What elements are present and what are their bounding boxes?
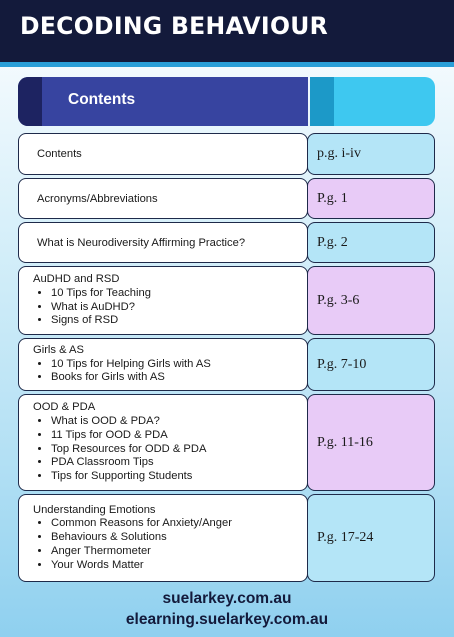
toc-subitem: What is AuDHD? bbox=[51, 301, 151, 315]
toc-page-ref: P.g. 7-10 bbox=[307, 338, 435, 391]
toc-row-audhd-rsd[interactable]: AuDHD and RSD 10 Tips for Teaching What … bbox=[18, 266, 435, 335]
toc-section-heading: AuDHD and RSD bbox=[33, 273, 120, 286]
toc-subitem-list: Common Reasons for Anxiety/Anger Behavio… bbox=[33, 517, 232, 572]
toc-page-ref: P.g. 1 bbox=[307, 178, 435, 219]
toc-page-ref: p.g. i-iv bbox=[307, 133, 435, 175]
toc-entry-content: AuDHD and RSD 10 Tips for Teaching What … bbox=[33, 267, 151, 334]
toc-entry-box: What is Neurodiversity Affirming Practic… bbox=[18, 222, 308, 263]
page-title: DECODING BEHAVIOUR bbox=[20, 12, 329, 40]
toc-entry-box: Acronyms/Abbreviations bbox=[18, 178, 308, 219]
toc-subitem: PDA Classroom Tips bbox=[51, 456, 206, 470]
toc-row-neurodiversity[interactable]: What is Neurodiversity Affirming Practic… bbox=[18, 222, 435, 263]
toc-entry-label: Acronyms/Abbreviations bbox=[37, 192, 158, 205]
toc-subitem: Behaviours & Solutions bbox=[51, 531, 232, 545]
toc-page-ref: P.g. 2 bbox=[307, 222, 435, 263]
toc-entry-box: Girls & AS 10 Tips for Helping Girls wit… bbox=[18, 338, 308, 391]
toc-row-acronyms[interactable]: Acronyms/Abbreviations P.g. 1 bbox=[18, 178, 435, 219]
toc-row-understanding-emotions[interactable]: Understanding Emotions Common Reasons fo… bbox=[18, 494, 435, 582]
toc-subitem: Tips for Supporting Students bbox=[51, 470, 206, 484]
toc-row-contents[interactable]: Contents p.g. i-iv bbox=[18, 133, 435, 175]
toc-section-heading: OOD & PDA bbox=[33, 401, 96, 414]
toc-entry-box: Understanding Emotions Common Reasons fo… bbox=[18, 494, 308, 582]
toc-entry-content: Girls & AS 10 Tips for Helping Girls wit… bbox=[33, 339, 211, 390]
toc-entry-box: AuDHD and RSD 10 Tips for Teaching What … bbox=[18, 266, 308, 335]
elearning-link[interactable]: elearning.suelarkey.com.au bbox=[125, 611, 329, 628]
toc-subitem: 10 Tips for Teaching bbox=[51, 287, 151, 301]
contents-tab: Contents bbox=[18, 77, 308, 126]
toc-page-ref: P.g. 3-6 bbox=[307, 266, 435, 335]
header-divider bbox=[0, 62, 454, 67]
toc-subitem: 11 Tips for OOD & PDA bbox=[51, 429, 206, 443]
toc-subitem-list: 10 Tips for Helping Girls with AS Books … bbox=[33, 358, 211, 385]
toc-subitem: Top Resources for ODD & PDA bbox=[51, 443, 206, 457]
toc-subitem-list: What is OOD & PDA? 11 Tips for OOD & PDA… bbox=[33, 415, 206, 484]
toc-subitem: Signs of RSD bbox=[51, 314, 151, 328]
toc-subitem: Your Words Matter bbox=[51, 559, 232, 573]
tab-accent bbox=[18, 77, 42, 126]
toc-section-heading: Understanding Emotions bbox=[33, 503, 156, 516]
toc-subitem: Anger Thermometer bbox=[51, 545, 232, 559]
website-link[interactable]: suelarkey.com.au bbox=[162, 590, 292, 607]
toc-row-girls-as[interactable]: Girls & AS 10 Tips for Helping Girls wit… bbox=[18, 338, 435, 391]
toc-entry-content: Understanding Emotions Common Reasons fo… bbox=[33, 495, 232, 581]
toc-entry-box: OOD & PDA What is OOD & PDA? 11 Tips for… bbox=[18, 394, 308, 491]
toc-subitem: What is OOD & PDA? bbox=[51, 415, 206, 429]
toc-subitem: Common Reasons for Anxiety/Anger bbox=[51, 517, 232, 531]
toc-row-ood-pda[interactable]: OOD & PDA What is OOD & PDA? 11 Tips for… bbox=[18, 394, 435, 491]
toc-entry-content: OOD & PDA What is OOD & PDA? 11 Tips for… bbox=[33, 395, 206, 490]
toc-page-ref: P.g. 11-16 bbox=[307, 394, 435, 491]
tab-accent bbox=[310, 77, 334, 126]
toc-entry-label: Contents bbox=[37, 148, 82, 160]
contents-heading: Contents bbox=[68, 91, 136, 108]
toc-section-heading: Girls & AS bbox=[33, 343, 84, 356]
toc-subitem: Books for Girls with AS bbox=[51, 371, 211, 385]
toc-entry-label: What is Neurodiversity Affirming Practic… bbox=[37, 236, 246, 249]
toc-subitem: 10 Tips for Helping Girls with AS bbox=[51, 358, 211, 372]
toc-subitem-list: 10 Tips for Teaching What is AuDHD? Sign… bbox=[33, 287, 151, 328]
header-banner: DECODING BEHAVIOUR bbox=[0, 0, 454, 62]
contents-tab-page-column bbox=[310, 77, 435, 126]
toc-page-ref: P.g. 17-24 bbox=[307, 494, 435, 582]
toc-entry-box: Contents bbox=[18, 133, 308, 175]
